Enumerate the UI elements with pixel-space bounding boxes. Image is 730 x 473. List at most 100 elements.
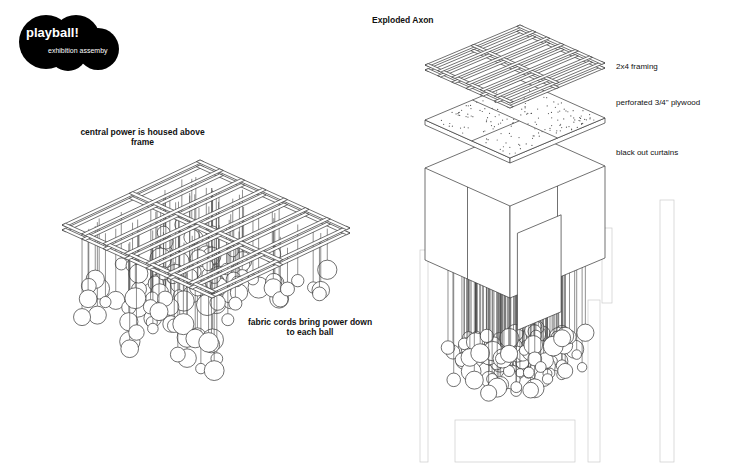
perforation: [513, 122, 514, 123]
cord-and-ball: [465, 269, 483, 389]
perforation: [547, 105, 548, 106]
light-ball: [523, 367, 534, 378]
perforation: [557, 119, 558, 120]
cord-and-ball: [572, 263, 582, 359]
perforation: [476, 102, 477, 103]
assembled-view: [62, 160, 350, 381]
curtain-panel: [425, 168, 510, 298]
fabric-cord: [569, 264, 570, 330]
light-ball: [115, 258, 127, 270]
perforation: [470, 105, 471, 106]
perforation: [462, 132, 463, 133]
frame-member: [189, 218, 331, 285]
light-ball: [465, 371, 483, 389]
perforation: [579, 117, 580, 118]
cord-and-ball: [146, 248, 159, 305]
perforation: [544, 129, 545, 130]
perforation: [582, 123, 583, 124]
perforation: [513, 119, 514, 120]
perforation: [452, 126, 453, 127]
perforation: [560, 124, 561, 125]
annotation: fabric cords bring power down to each ba…: [245, 318, 375, 338]
perforation: [555, 107, 556, 108]
perforation: [527, 113, 528, 114]
perforation: [441, 120, 442, 121]
perforation: [568, 126, 569, 127]
frame-member: [480, 50, 578, 91]
perforation: [582, 110, 583, 111]
perforation: [541, 131, 542, 132]
perforation: [495, 102, 496, 103]
perforation: [486, 119, 487, 120]
perforation: [577, 127, 578, 128]
light-ball: [204, 361, 224, 381]
perforation: [483, 131, 484, 132]
light-ball: [516, 369, 524, 377]
light-ball: [523, 367, 534, 378]
frame-member: [82, 169, 224, 236]
perforation: [467, 116, 468, 117]
fabric-cord: [227, 247, 228, 313]
perforation: [520, 148, 521, 149]
perforation: [496, 91, 497, 92]
perforation: [494, 126, 495, 127]
perforation: [464, 127, 465, 128]
perforation: [509, 133, 510, 134]
perforation: [531, 113, 532, 114]
perforation: [581, 124, 582, 125]
perforation: [497, 139, 498, 140]
perforation: [549, 128, 550, 129]
perforation: [551, 125, 552, 126]
cord-and-ball: [500, 289, 517, 362]
fabric-cord: [235, 248, 236, 297]
perforation: [465, 116, 466, 117]
fabric-cord: [273, 228, 274, 279]
perforation: [546, 97, 547, 98]
fabric-cord: [287, 248, 288, 282]
perforation: [548, 113, 549, 114]
light-ball: [199, 333, 219, 353]
perforation: [533, 135, 534, 136]
logo-subtitle: exhibition assemby: [48, 47, 108, 55]
light-ball: [447, 373, 461, 387]
perforation: [558, 104, 559, 105]
perforation: [500, 133, 501, 134]
fabric-cord: [327, 229, 328, 261]
perforation: [512, 123, 513, 124]
cord-and-ball: [481, 285, 497, 401]
perforation: [458, 112, 459, 113]
light-ball: [480, 329, 493, 342]
2x4-frame: [425, 25, 605, 108]
perforation: [509, 147, 510, 148]
logo-blobs: [18, 12, 122, 72]
perforation: [458, 114, 459, 115]
perforation: [524, 106, 525, 107]
perforation: [536, 124, 537, 125]
fabric-cord: [313, 230, 314, 281]
light-ball: [121, 340, 139, 358]
perforation: [551, 112, 552, 113]
perforation: [519, 145, 520, 146]
view-heading: Exploded Axon: [372, 16, 434, 26]
perforation: [495, 116, 496, 117]
exploded-view: [420, 25, 674, 462]
gallery-wall: [660, 200, 674, 462]
perforation: [563, 118, 564, 119]
perforation: [486, 121, 487, 122]
perforation: [580, 118, 581, 119]
plywood-sheet: [425, 80, 605, 158]
frame-member-tops: [62, 160, 350, 293]
fabric-cord: [516, 283, 517, 386]
perforation: [502, 150, 503, 151]
frame-member: [466, 43, 564, 84]
perforation: [449, 123, 450, 124]
perforation: [520, 114, 521, 115]
fabric-cord: [233, 229, 234, 272]
perforation: [511, 136, 512, 137]
perforation: [581, 115, 582, 116]
perforation: [586, 119, 587, 120]
light-ball: [229, 297, 242, 310]
perforation: [556, 132, 557, 133]
cord-and-ball: [577, 259, 594, 342]
